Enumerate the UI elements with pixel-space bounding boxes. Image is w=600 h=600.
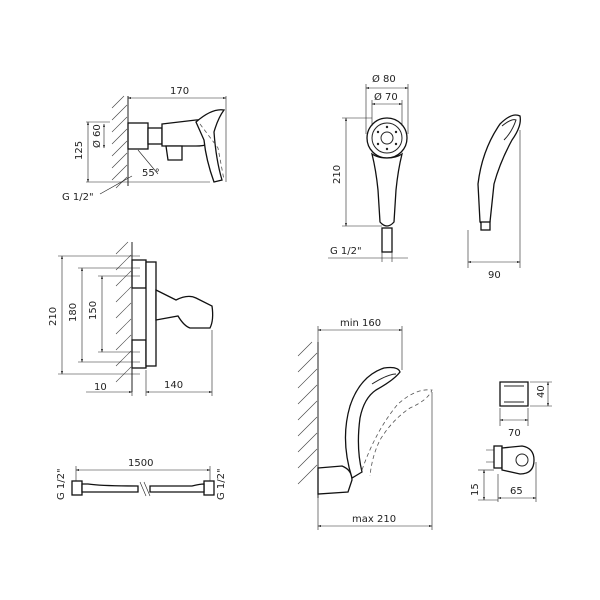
bracket-clip [501, 445, 535, 475]
mixer-connector [127, 122, 149, 150]
holder-shower [344, 366, 401, 479]
shower-head-outer [366, 117, 408, 159]
mixer-handle-front [155, 288, 214, 329]
mixer-side-view: 170 125 Ø 60 55° G 1/2" [62, 86, 227, 203]
hose-thread-left: G 1/2" [56, 468, 67, 500]
dim-1500: 1500 [128, 458, 153, 469]
mixer-bar [145, 261, 157, 367]
hose-view: 1500 G 1/2" G 1/2" [56, 458, 227, 500]
mixer-front-view: 210 180 150 10 140 [48, 241, 214, 396]
dim-140: 140 [164, 380, 183, 391]
hand-shower-side: 90 [467, 114, 521, 281]
dim-max-210: max 210 [352, 514, 396, 525]
dim-210-mixer: 210 [48, 307, 59, 326]
mixer-nut [147, 127, 163, 145]
bracket-view: 15 65 [470, 445, 537, 502]
thread-label-shower: G 1/2" [330, 246, 362, 257]
small-holder-view: 40 70 [499, 381, 552, 439]
dim-170: 170 [170, 86, 189, 97]
dim-90: 90 [488, 270, 501, 281]
thread-label-mixer: G 1/2" [62, 192, 94, 203]
dim-210-shower: 210 [332, 165, 343, 184]
holder-base [317, 465, 353, 495]
shower-handle [370, 152, 404, 227]
dim-15: 15 [470, 483, 481, 496]
shower-side-body [477, 114, 521, 225]
wall-hatch [111, 95, 129, 189]
shower-side-tip [480, 221, 491, 231]
dim-diameter-70: Ø 70 [374, 91, 398, 103]
shower-head-center [380, 131, 394, 145]
dim-125: 125 [74, 141, 85, 160]
dim-150: 150 [88, 301, 99, 320]
inlet-top [131, 259, 147, 289]
bracket-hole [515, 453, 529, 467]
hand-shower-front: Ø 80 Ø 70 210 G 1/2" [328, 73, 409, 262]
wall-hatch-3 [297, 341, 319, 498]
hose-nut-right [203, 480, 215, 496]
mixer-lever [195, 109, 226, 183]
dim-min-160: min 160 [340, 318, 381, 329]
hose-right [149, 483, 205, 493]
dim-angle-55: 55° [142, 168, 160, 179]
dim-70-holder: 70 [508, 428, 521, 439]
dim-65: 65 [510, 486, 523, 497]
inlet-bottom [131, 339, 147, 369]
hose-left [81, 483, 139, 493]
dim-40: 40 [536, 385, 547, 398]
dim-180: 180 [68, 303, 79, 322]
dim-10: 10 [94, 382, 107, 393]
wall-holder-view: min 160 max 210 [297, 318, 433, 530]
shower-head-inner [371, 122, 403, 154]
bracket-mount [493, 445, 503, 469]
dim-diameter-80: Ø 80 [372, 73, 396, 85]
hose-thread-right: G 1/2" [216, 468, 227, 500]
mixer-outlet [165, 145, 183, 161]
shower-connector [381, 227, 393, 253]
dim-diameter-60: Ø 60 [91, 124, 103, 148]
spray-nozzles [376, 125, 398, 151]
small-holder-body [499, 381, 529, 407]
hose-nut-left [71, 480, 83, 496]
wall-hatch-2 [115, 241, 133, 392]
